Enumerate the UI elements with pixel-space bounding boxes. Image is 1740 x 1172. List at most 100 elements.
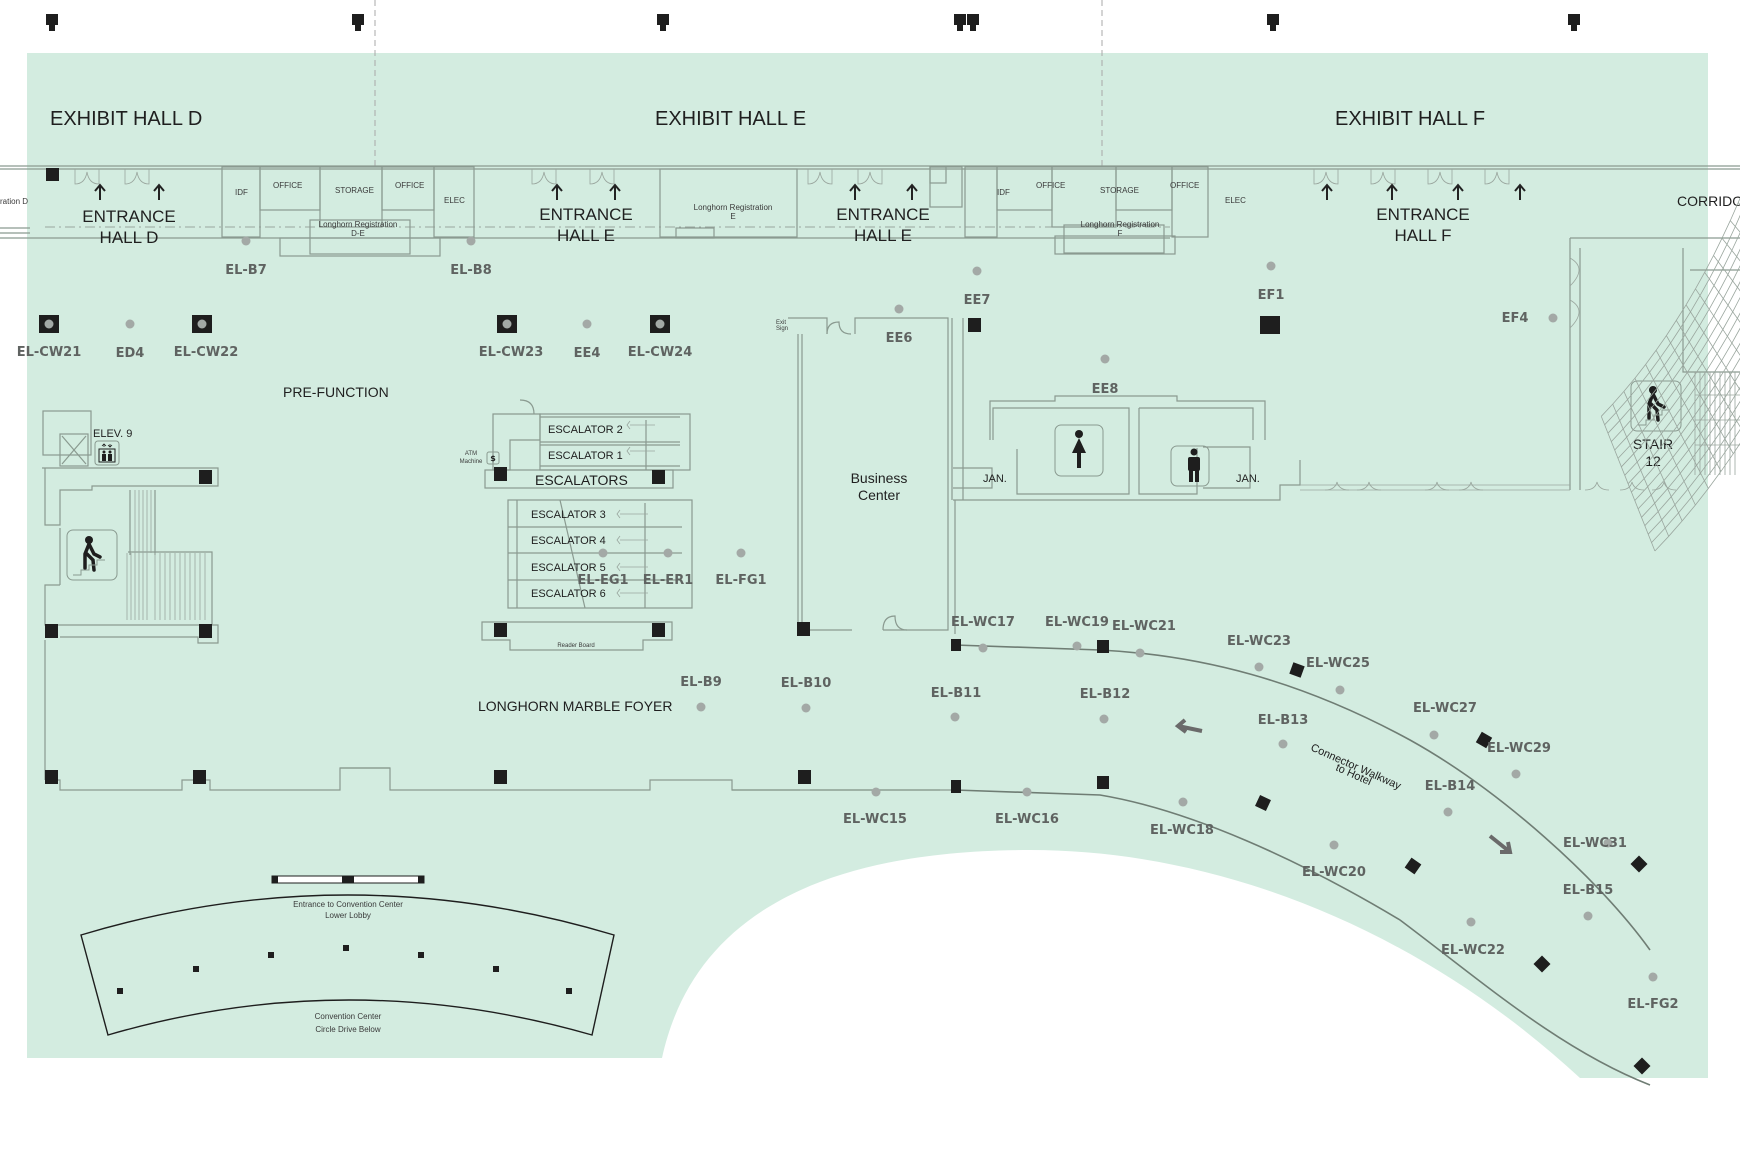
emergency-light-marker[interactable]: EL-FG1 (715, 548, 767, 589)
walkway-walls (954, 644, 1651, 1086)
emergency-light-marker[interactable]: EL-WC18 (1150, 797, 1214, 839)
light-dot-icon (950, 712, 960, 722)
emergency-light-marker[interactable]: EE7 (964, 266, 991, 309)
lobby-label-line1: Entrance to Convention Center (293, 900, 403, 909)
light-dot-icon (1443, 807, 1453, 817)
entrance-hall-f-line2: HALL F (1394, 226, 1451, 245)
emergency-light-marker[interactable]: EL-WC23 (1227, 634, 1291, 672)
corridor-doors (1569, 257, 1580, 329)
arrow-up-icon (849, 183, 861, 200)
marker-label: EL-WC29 (1487, 741, 1551, 756)
emergency-light-marker[interactable]: EL-B11 (931, 686, 982, 722)
emergency-light-marker[interactable]: EL-WC21 (1112, 619, 1176, 658)
arrow-up-icon (94, 183, 106, 200)
light-dot-icon (1135, 648, 1145, 658)
janitor-label: JAN. (1236, 473, 1260, 485)
atm-label-line2: Machine (460, 459, 483, 465)
exit-sign-label: Sign (776, 326, 788, 332)
emergency-light-marker[interactable]: EL-WC31 (1563, 836, 1627, 851)
column (45, 770, 58, 784)
emergency-light-marker[interactable]: EL-B12 (1080, 687, 1131, 724)
circle-drive-label-line1: Convention Center (315, 1012, 382, 1021)
emergency-light-marker[interactable]: EF4 (1502, 311, 1558, 326)
emergency-light-marker[interactable]: EE6 (886, 304, 913, 347)
stair-riser (1621, 296, 1740, 468)
light-dot-icon (894, 304, 904, 314)
light-dot-icon (663, 548, 673, 558)
marker-label: EL-B12 (1080, 687, 1131, 702)
entrance-arrows (94, 183, 1526, 200)
entrance-hall-e-line2: HALL E (557, 226, 615, 245)
room-idf: IDF (997, 188, 1010, 197)
emergency-light-marker[interactable]: EL-CW24 (628, 315, 693, 360)
column (968, 318, 981, 332)
emergency-light-marker[interactable]: EL-WC17 (951, 615, 1015, 653)
emergency-light-marker[interactable]: EL-CW23 (479, 315, 544, 360)
column (1255, 795, 1271, 811)
light-dot-icon (1548, 313, 1558, 323)
emergency-light-marker[interactable]: EL-WC25 (1306, 656, 1370, 695)
janitor-label: JAN. (983, 473, 1007, 485)
emergency-light-marker[interactable]: EL-EG1 (577, 548, 629, 589)
emergency-light-marker[interactable]: EL-CW22 (174, 315, 239, 360)
entrance-wall (0, 165, 1740, 239)
emergency-light-marker[interactable]: EL-B13 (1258, 713, 1309, 749)
light-dot-icon (125, 319, 135, 329)
stair-riser (1627, 327, 1740, 484)
entrance-doors (74, 169, 1510, 185)
column (1633, 1057, 1651, 1075)
light-dot-icon (696, 702, 706, 712)
light-dot-icon (1335, 685, 1345, 695)
emergency-light-marker[interactable]: EL-B10 (781, 676, 832, 713)
marker-label: EL-CW23 (479, 345, 544, 360)
emergency-light-marker[interactable]: EL-FG2 (1627, 972, 1679, 1013)
light-dot-icon (1100, 354, 1110, 364)
emergency-light-marker[interactable]: EE8 (1092, 354, 1119, 398)
light-dot-icon (1022, 787, 1032, 797)
escalator-direction-arrows (616, 420, 655, 598)
business-center-room (788, 317, 964, 634)
stair-riser (1634, 357, 1740, 501)
light-dot-icon (1511, 769, 1521, 779)
escalator-2-label: ESCALATOR 2 (548, 424, 623, 436)
stair-riser (1637, 372, 1740, 510)
light-dot-icon (1466, 917, 1476, 927)
emergency-light-marker[interactable]: EL-WC19 (1045, 615, 1109, 651)
emergency-light-marker[interactable]: EL-CW21 (17, 315, 82, 360)
stair-riser (1614, 265, 1740, 451)
emergency-light-marker[interactable]: EL-B14 (1425, 779, 1476, 817)
light-dot-icon (598, 548, 608, 558)
emergency-light-marker[interactable]: EL-WC20 (1302, 840, 1366, 881)
emergency-light-marker[interactable]: EL-WC15 (843, 787, 907, 828)
walkway-arrow-down-right-icon (1488, 834, 1513, 854)
emergency-light-marker[interactable]: EL-WC29 (1487, 741, 1551, 779)
service-rooms-de (221, 166, 475, 257)
emergency-light-marker[interactable]: EL-B8 (450, 236, 492, 279)
restrooms-block (953, 395, 1301, 501)
emergency-light-marker[interactable]: EL-ER1 (643, 548, 694, 589)
escalators-title: ESCALATORS (535, 472, 628, 488)
emergency-light-marker[interactable]: ED4 (116, 319, 145, 362)
emergency-light-marker[interactable]: EL-B15 (1563, 883, 1614, 921)
outdoor-stairs (1600, 197, 1740, 552)
entrance-hall-e-line1: ENTRANCE (539, 205, 633, 224)
marker-label: EL-B7 (225, 263, 267, 278)
registration-e-line2: E (730, 212, 735, 221)
entrance-hall-e2-line2: HALL E (854, 226, 912, 245)
column (797, 622, 810, 636)
hall-e-title: EXHIBIT HALL E (655, 108, 806, 130)
elevator-stair-block (42, 410, 219, 780)
light-dot-icon (1099, 714, 1109, 724)
marker-label: EL-WC20 (1302, 865, 1366, 880)
emergency-light-marker[interactable]: EL-WC27 (1413, 701, 1477, 740)
emergency-light-marker[interactable]: EL-WC16 (995, 787, 1059, 828)
stair-tread (1704, 272, 1740, 323)
emergency-light-marker[interactable]: EL-WC22 (1441, 917, 1505, 959)
emergency-light-marker[interactable]: EL-B7 (225, 236, 267, 279)
stairs-left-steps (126, 490, 206, 620)
emergency-light-marker[interactable]: EF1 (1258, 261, 1285, 304)
column (494, 623, 507, 637)
emergency-light-marker[interactable]: EL-B9 (680, 675, 722, 712)
marker-label: EL-ER1 (643, 573, 694, 588)
emergency-light-marker[interactable]: EE4 (574, 319, 601, 362)
